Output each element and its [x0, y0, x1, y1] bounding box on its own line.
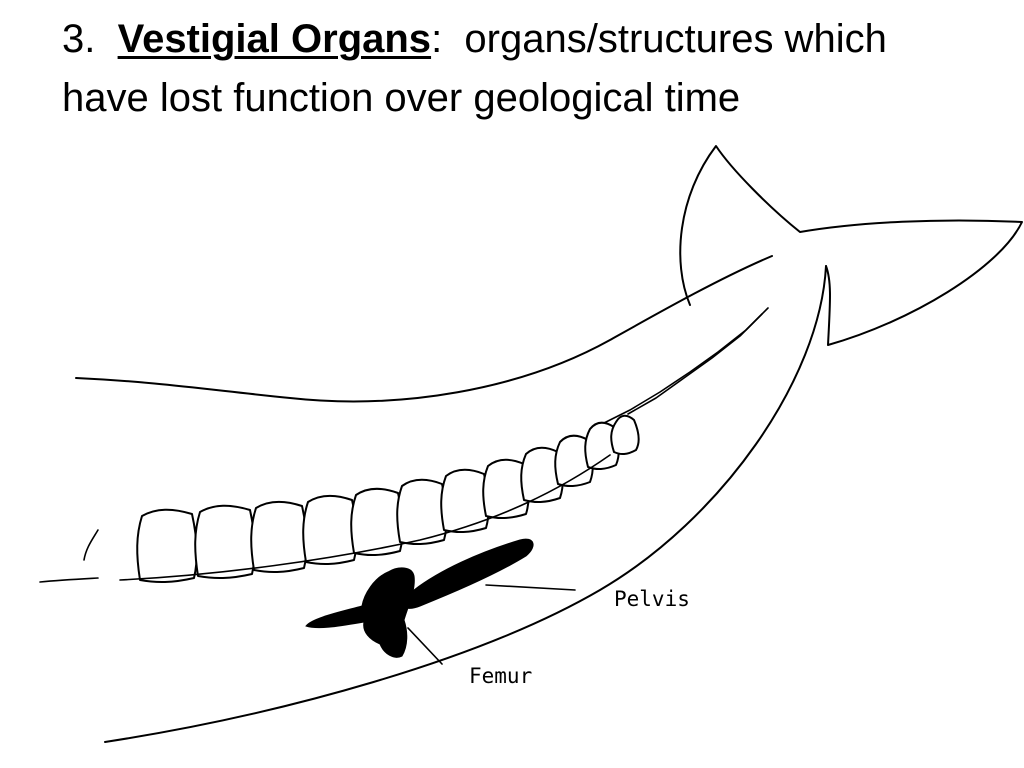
femur-label: Femur [469, 664, 532, 688]
slide-title: 3. Vestigial Organs: organs/structures w… [62, 10, 962, 128]
title-colon: : [431, 17, 443, 61]
whale-back-outline [75, 255, 773, 403]
femur-leader-line [407, 627, 443, 665]
tail-fluke [679, 145, 1023, 346]
vestigial-organs-term: Vestigial Organs [117, 17, 432, 61]
pelvis-label: Pelvis [614, 587, 690, 611]
vertebral-column [39, 307, 769, 584]
vertebra [302, 494, 358, 566]
item-number: 3. [62, 17, 96, 61]
whale-belly-outline [104, 265, 827, 743]
vertebra [610, 414, 640, 456]
vertebra [194, 504, 256, 580]
vertebra [350, 487, 404, 557]
vertebra [136, 508, 198, 584]
pelvis-bone [402, 538, 534, 609]
vertebra [396, 478, 448, 546]
definition-text: organs/structures which have lost functi… [62, 17, 887, 120]
vertebra [440, 468, 490, 534]
femur-bone [305, 567, 415, 658]
vertebra [250, 500, 308, 574]
pelvis-leader-line [485, 584, 576, 591]
